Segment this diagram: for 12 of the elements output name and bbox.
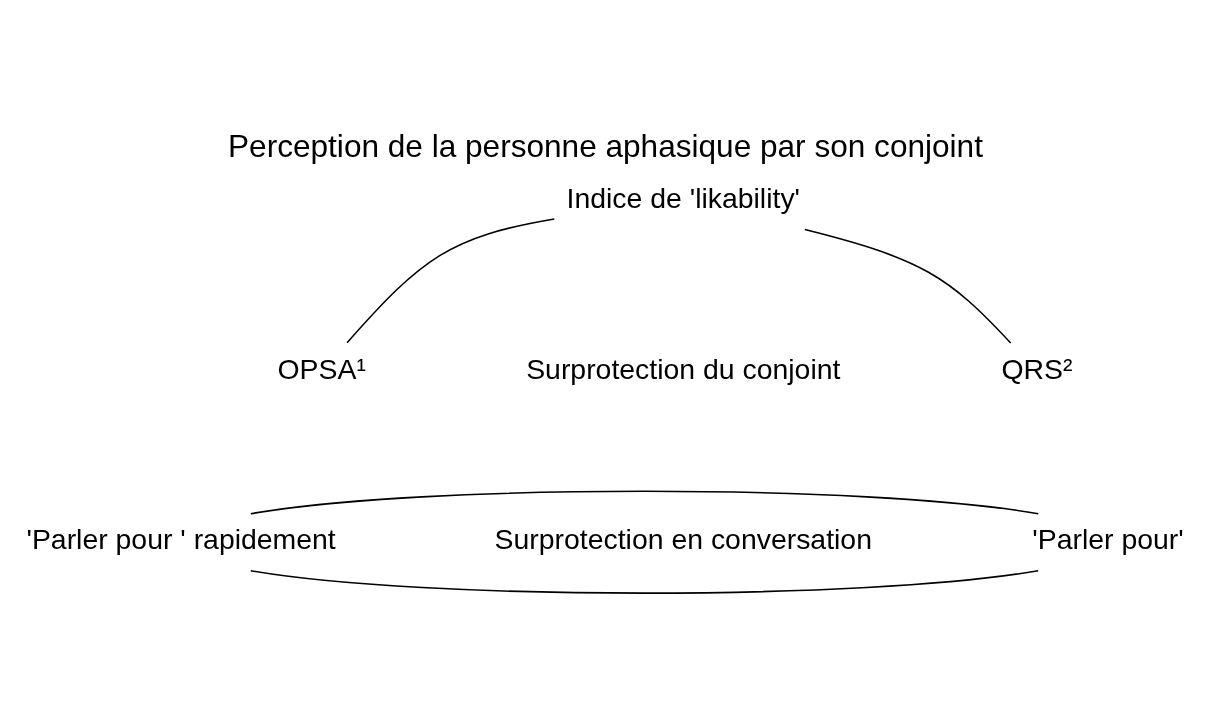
connector bbox=[250, 489, 1039, 514]
node-text: OPSA¹ bbox=[277, 352, 366, 385]
connector bbox=[804, 228, 1012, 344]
node-text: 'Parler pour' bbox=[1032, 522, 1184, 555]
connector bbox=[346, 217, 556, 343]
node-text: Indice de 'likability' bbox=[566, 181, 801, 214]
connector bbox=[250, 569, 1039, 594]
diagram-title: Perception de la personne aphasique par son conjoint bbox=[228, 127, 983, 164]
node-text: QRS² bbox=[1001, 352, 1073, 385]
node-text: Surprotection en conversation bbox=[494, 522, 872, 555]
node-text: 'Parler pour ' rapidement bbox=[26, 522, 336, 555]
node-text: Surprotection du conjoint bbox=[526, 352, 841, 385]
